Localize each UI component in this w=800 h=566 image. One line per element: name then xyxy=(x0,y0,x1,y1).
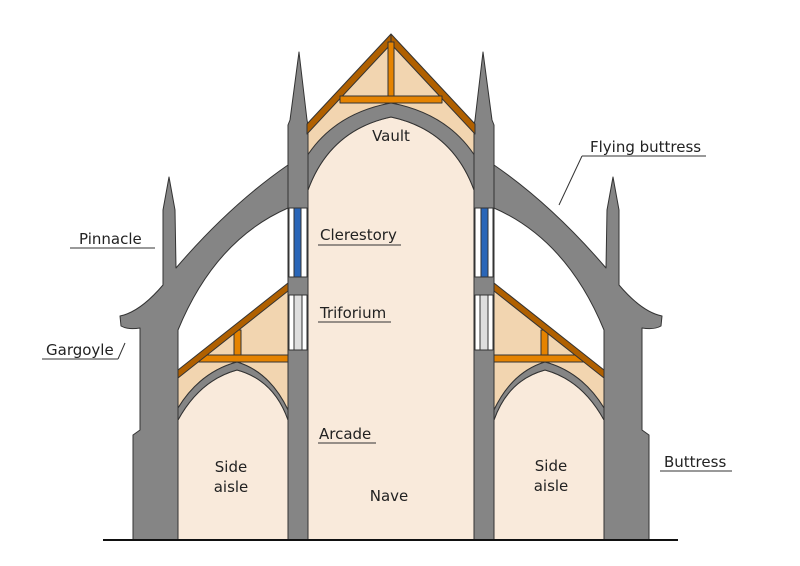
clerestory-glass xyxy=(293,207,302,278)
flying-buttress-leader xyxy=(558,155,583,206)
label-pinnacle: Pinnacle xyxy=(79,230,142,248)
side-king-post xyxy=(233,329,242,356)
main-king-post xyxy=(387,41,395,97)
label-clerestory: Clerestory xyxy=(320,226,397,244)
side-tie-beam xyxy=(197,354,289,363)
main-tie-beam xyxy=(339,95,443,104)
label-gargoyle: Gargoyle xyxy=(46,341,114,359)
label-flying-buttress: Flying buttress xyxy=(590,138,701,156)
label-side-aisle-right-2: aisle xyxy=(534,477,569,495)
label-side-aisle-left-1: Side xyxy=(215,458,247,476)
label-triforium: Triforium xyxy=(319,304,386,322)
buttress-stone xyxy=(119,164,289,541)
triforium-panel xyxy=(293,294,303,351)
gargoyle-leader xyxy=(117,342,126,360)
label-arcade: Arcade xyxy=(319,425,371,443)
label-side-aisle-left-2: aisle xyxy=(214,478,249,496)
label-buttress: Buttress xyxy=(664,453,726,471)
label-vault: Vault xyxy=(372,127,410,145)
label-side-aisle-right-1: Side xyxy=(535,457,567,475)
nave-interior xyxy=(307,116,475,541)
label-nave: Nave xyxy=(370,487,409,505)
left-half xyxy=(119,33,392,541)
